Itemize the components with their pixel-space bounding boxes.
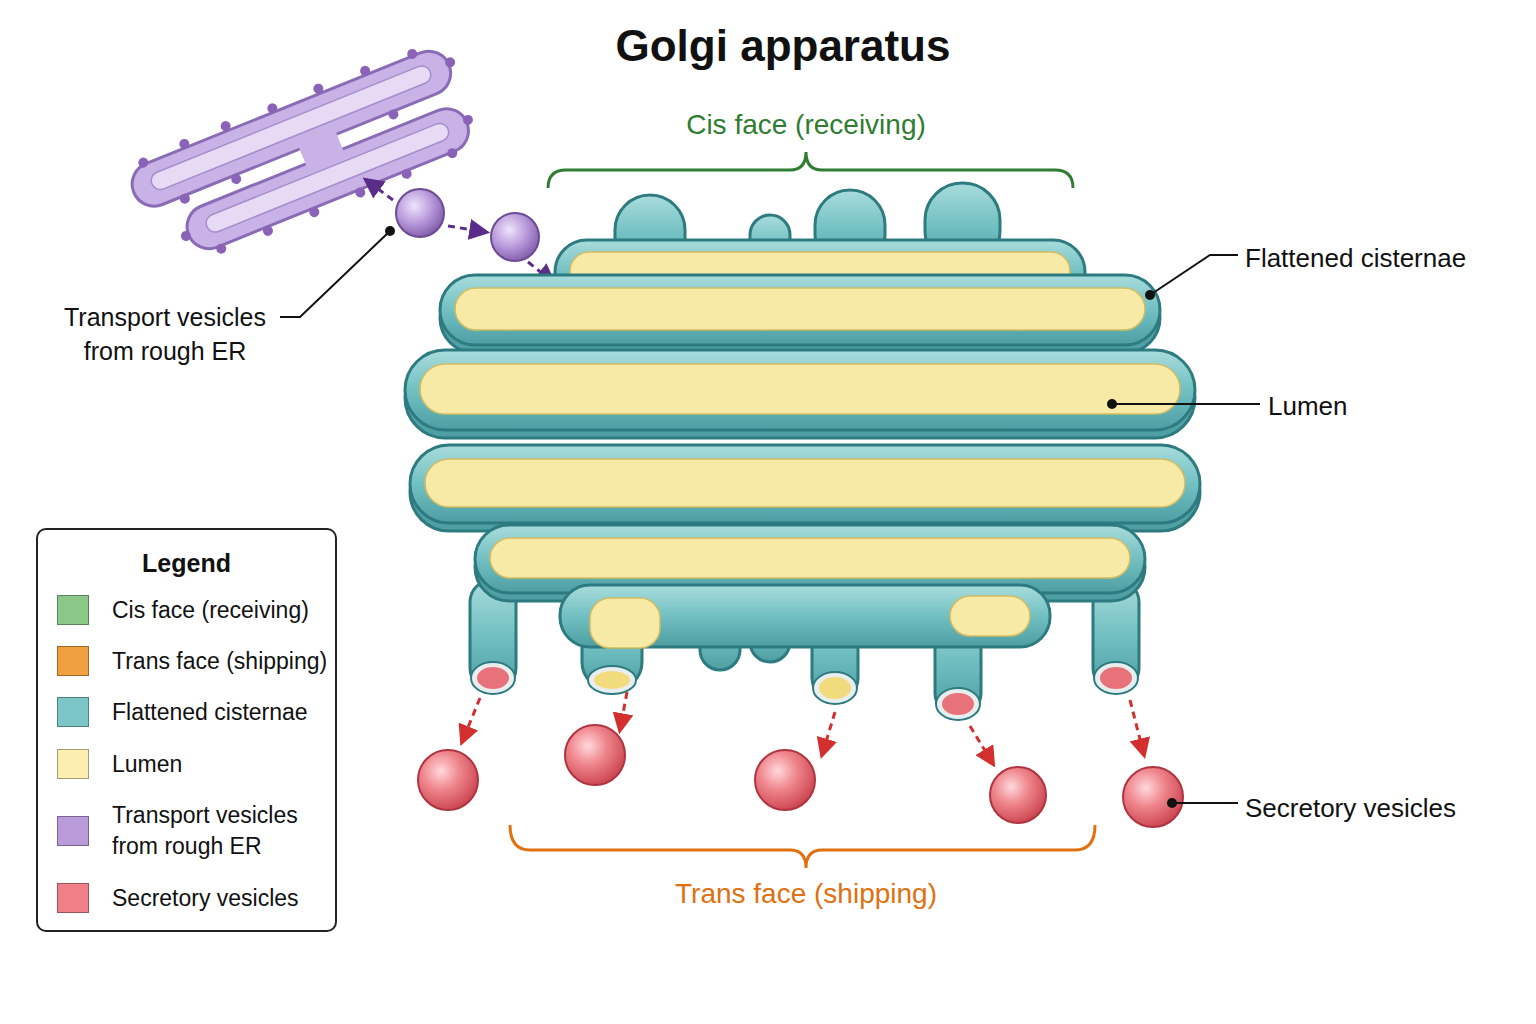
legend-swatch <box>57 816 89 846</box>
leader-dots <box>385 226 1177 808</box>
cis-face-label: Cis face (receiving) <box>556 108 1056 142</box>
legend-swatch <box>57 697 89 727</box>
legend-text: Transport vesicles from rough ER <box>112 800 317 862</box>
transport-vesicle <box>491 213 539 261</box>
transport-vesicle <box>396 189 444 237</box>
secretory-vesicles <box>418 725 1183 827</box>
part-label: Secretory vesicles <box>1245 791 1525 825</box>
rough-er <box>122 33 490 277</box>
part-label: Flattened cisternae <box>1245 241 1525 275</box>
part-label: Lumen <box>1268 389 1508 423</box>
leader-lines <box>280 231 1260 803</box>
legend-text: Flattened cisternae <box>112 697 308 728</box>
legend-text: Lumen <box>112 749 182 780</box>
legend-heading: Legend <box>38 548 335 579</box>
legend-swatch <box>57 646 89 676</box>
part-label: Transport vesicles from rough ER <box>40 300 290 368</box>
golgi-stack <box>405 183 1200 720</box>
vesicle-arrows <box>366 180 553 282</box>
trans-bracket <box>510 825 1095 868</box>
legend-swatch <box>57 883 89 913</box>
trans-face-label: Trans face (shipping) <box>556 877 1056 911</box>
legend-swatch <box>57 749 89 779</box>
legend-text: Trans face (shipping) <box>112 646 327 677</box>
legend-text: Cis face (receiving) <box>112 595 309 626</box>
cis-bracket <box>548 152 1073 188</box>
legend-box: LegendCis face (receiving) Trans face (sh… <box>36 528 337 932</box>
diagram-title: Golgi apparatus <box>383 18 1183 73</box>
legend-swatch <box>57 595 89 625</box>
legend-text: Secretory vesicles <box>112 883 299 914</box>
